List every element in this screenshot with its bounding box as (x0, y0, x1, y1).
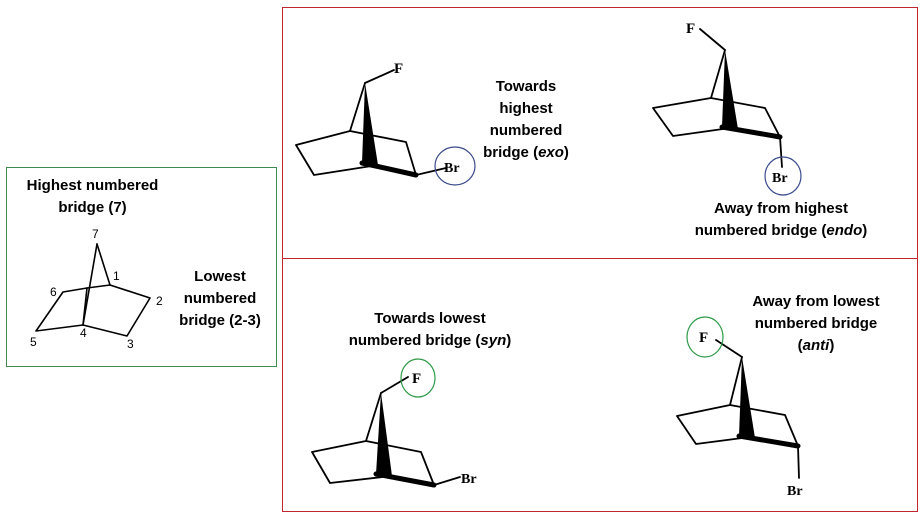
anti-ring-outline (676, 404, 799, 447)
anti-bond-c2-br (797, 445, 800, 479)
syn-wedge-bond (376, 393, 392, 476)
syn-term: syn (480, 332, 507, 349)
reference-bond-c7-c1 (96, 243, 111, 286)
endo-label: Away from highest numbered bridge (endo) (690, 198, 872, 242)
anti-wedge-bond (739, 357, 755, 438)
syn-bridge-left (365, 392, 382, 442)
exo-bold-bond (359, 160, 419, 178)
endo-atom-f: F (686, 21, 695, 37)
highest-bridge-label: Highest numbered bridge (7) (10, 175, 175, 219)
ref-num-6: 6 (50, 285, 57, 299)
syn-atom-f: F (412, 371, 421, 387)
exo-label-line2: highest (499, 100, 553, 117)
endo-bold-bond (719, 124, 783, 140)
exo-atom-br: Br (444, 161, 460, 176)
ref-num-4: 4 (80, 326, 87, 340)
anti-label-line2: numbered bridge (754, 315, 878, 332)
exo-bond-c7-f (364, 69, 395, 84)
exo-bond-c2-br (415, 167, 447, 176)
ref-num-5: 5 (30, 335, 37, 349)
endo-bridge-left (710, 49, 726, 99)
exo-wedge-bond (362, 83, 378, 165)
exo-atom-f: F (394, 61, 403, 77)
lowest-bridge-label-line3: bridge (2-3) (179, 312, 261, 329)
exo-term: exo (538, 144, 564, 161)
anti-bridge-left (729, 356, 743, 406)
exo-label-line4: bridge (exo) (483, 144, 569, 161)
syn-bond-c7-f (380, 376, 409, 394)
lowest-bridge-label-line2: numbered (183, 290, 257, 307)
syn-atom-br: Br (461, 472, 477, 487)
endo-bond-c7-f (699, 28, 726, 51)
syn-label-line2: numbered bridge (syn) (348, 332, 512, 349)
lowest-bridge-label: Lowest numbered bridge (2-3) (168, 266, 272, 332)
examples-divider (282, 258, 918, 259)
reference-frame (6, 167, 277, 367)
exo-bridge-left (349, 82, 366, 132)
exo-br-highlight-circle (434, 146, 476, 186)
endo-bond-c2-br (779, 136, 783, 168)
ref-num-2: 2 (156, 294, 163, 308)
ref-num-3: 3 (127, 337, 134, 351)
syn-f-highlight-circle (400, 358, 436, 398)
highest-bridge-label-line1: Highest numbered (26, 177, 159, 194)
ref-num-1: 1 (113, 269, 120, 283)
examples-frame (282, 7, 918, 512)
lowest-bridge-label-line1: Lowest (194, 268, 246, 285)
syn-label: Towards lowest numbered bridge (syn) (332, 308, 528, 352)
anti-f-highlight-circle (686, 316, 724, 358)
ref-num-7: 7 (92, 227, 99, 241)
anti-bold-bond (736, 433, 801, 449)
anti-atom-f: F (699, 330, 708, 346)
anti-bond-c7-f (715, 339, 743, 358)
reference-bond-c4-c7 (82, 243, 98, 326)
syn-bold-bond (373, 471, 437, 488)
anti-label-line1: Away from lowest (752, 293, 880, 310)
anti-label: Away from lowest numbered bridge (anti) (735, 291, 897, 357)
endo-label-line2: numbered bridge (endo) (694, 222, 868, 239)
exo-label: Towards highest numbered bridge (exo) (470, 76, 582, 164)
endo-term: endo (826, 222, 863, 239)
exo-label-line1: Towards (495, 78, 557, 95)
anti-atom-br: Br (787, 484, 803, 499)
endo-br-highlight-circle (764, 156, 802, 196)
syn-label-line1: Towards lowest (374, 310, 486, 327)
highest-bridge-label-line2: bridge (7) (58, 199, 127, 216)
reference-ring-outline (35, 284, 151, 337)
anti-label-line3: (anti) (797, 337, 835, 354)
endo-label-line1: Away from highest (714, 200, 848, 217)
endo-wedge-bond (722, 50, 738, 129)
exo-label-line3: numbered (489, 122, 563, 139)
syn-bond-c2-br (433, 476, 461, 486)
anti-term: anti (802, 337, 830, 354)
endo-atom-br: Br (772, 171, 788, 186)
